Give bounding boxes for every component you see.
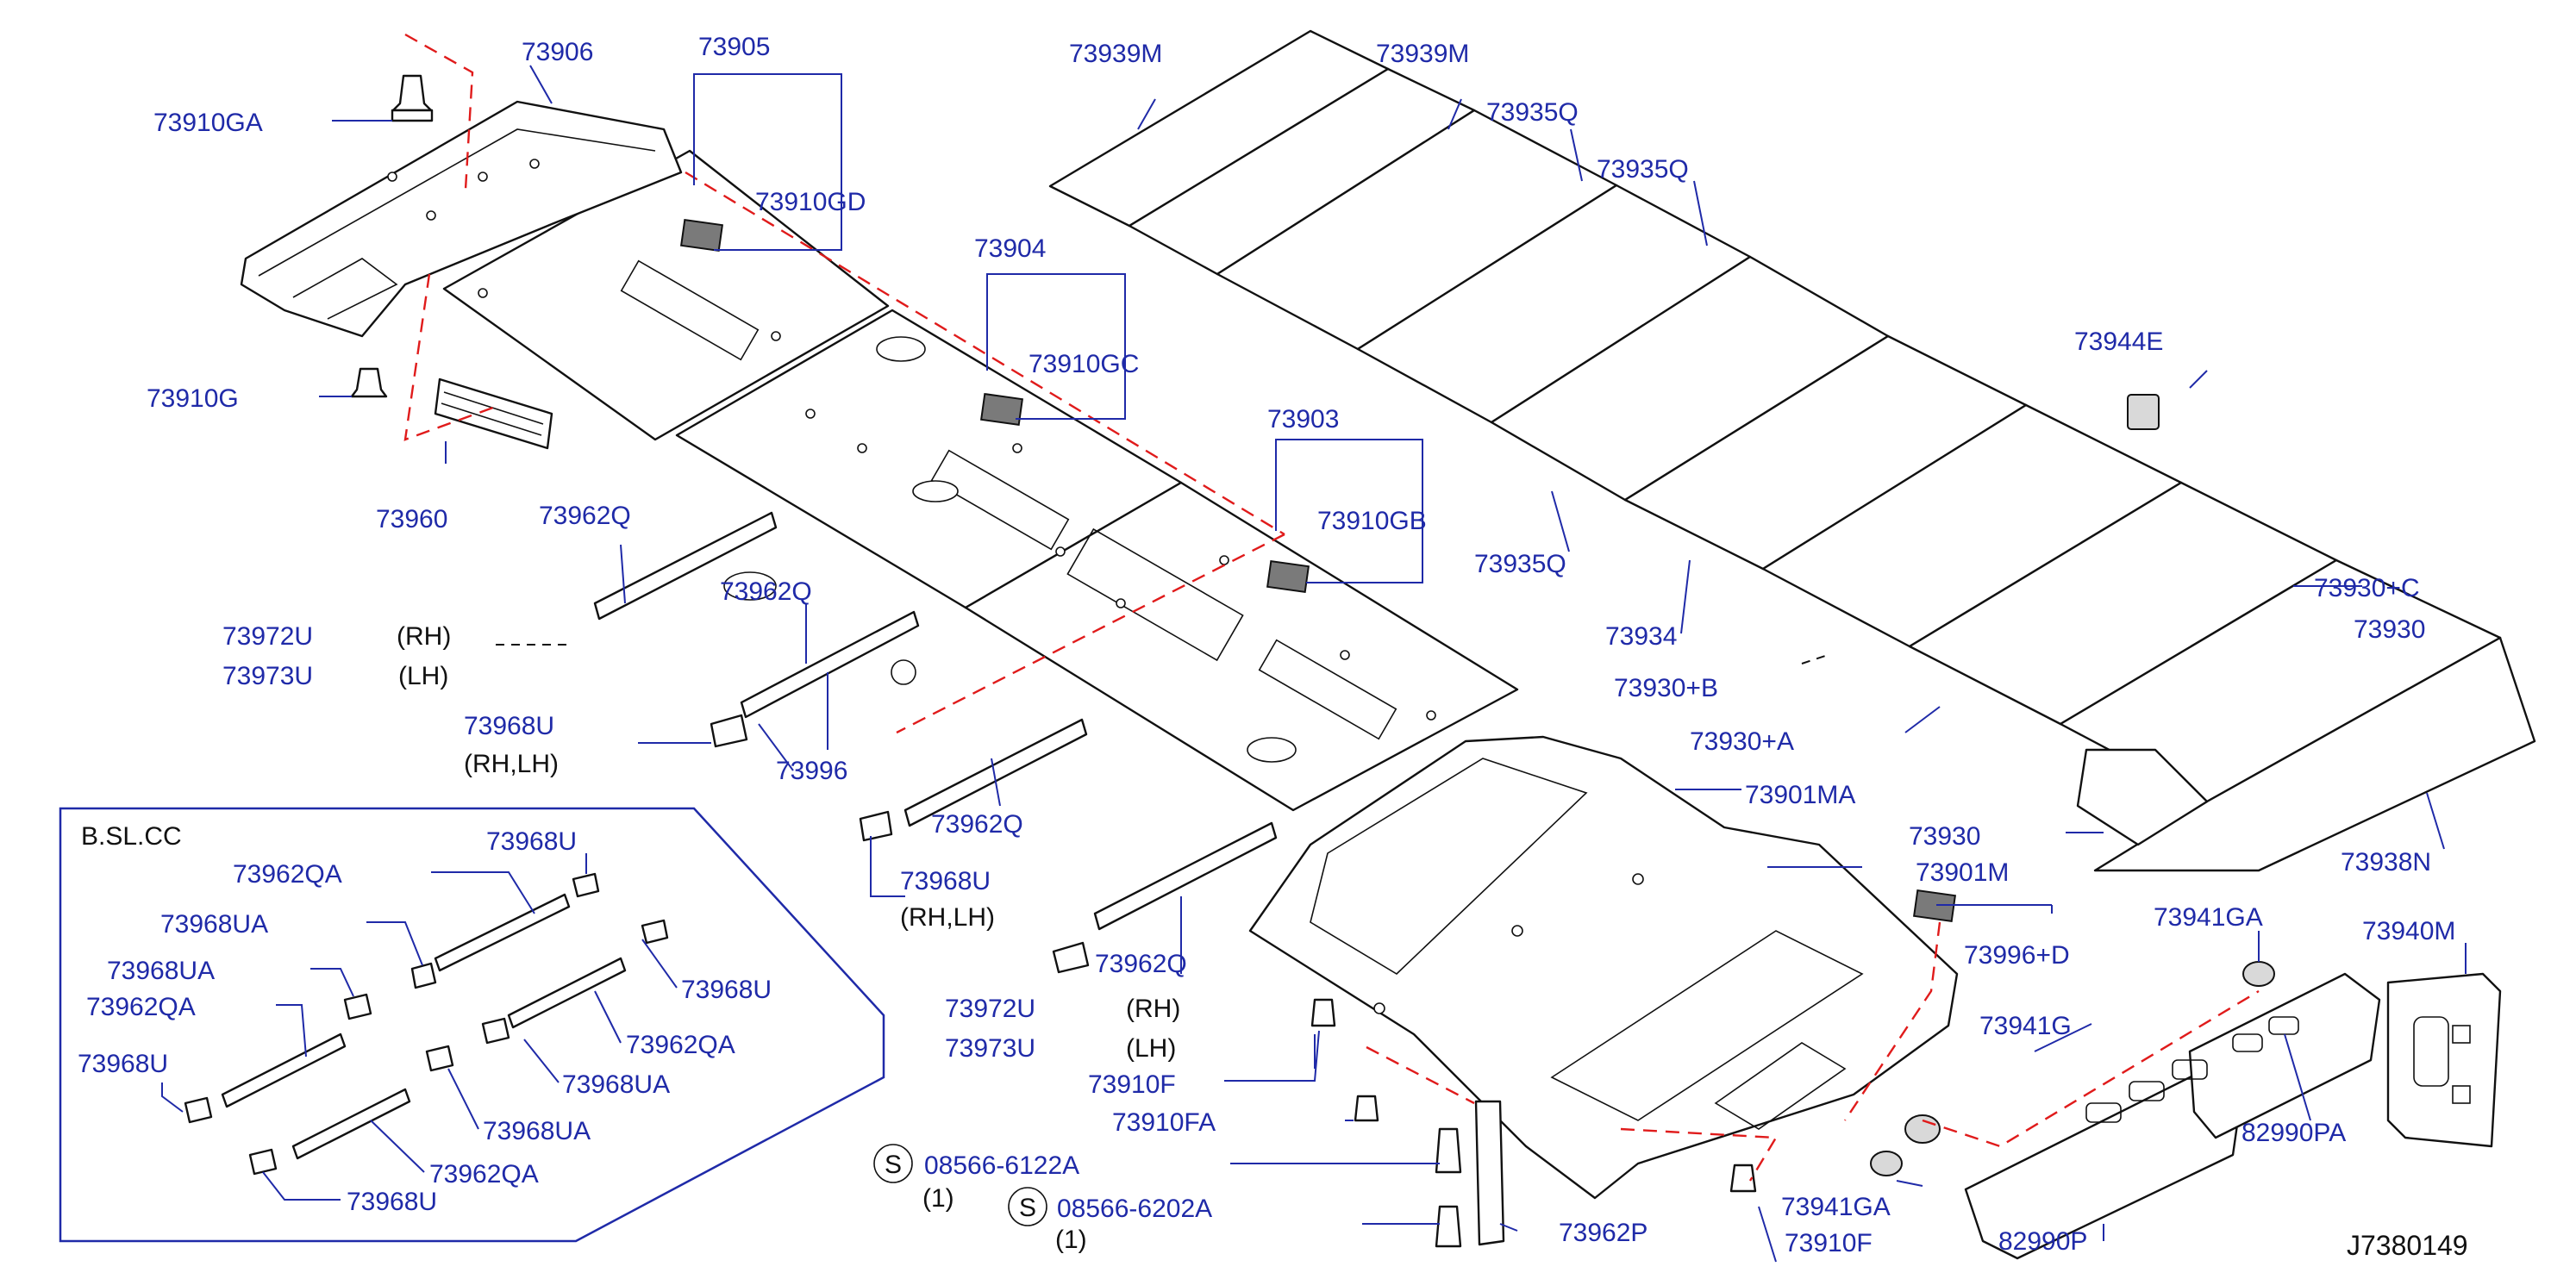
callout-73939m-b: 73939M	[1376, 40, 1469, 68]
callout-73962p: 73962P	[1559, 1219, 1648, 1247]
callout-73930-a: 73930	[2354, 615, 2425, 644]
inset-callout-73968ua-d: 73968UA	[483, 1117, 591, 1145]
callout-73906: 73906	[522, 38, 593, 66]
clip-73910ga	[391, 74, 434, 122]
qualifier-notes: (RH) (LH) (RH,LH) (RH,LH) (RH) (LH) (1) …	[397, 622, 2468, 1261]
callout-73996d: 73996+D	[1964, 941, 2070, 970]
rear-panel-73940m	[2386, 972, 2502, 1148]
callout-73904: 73904	[974, 234, 1046, 263]
screw-symbol-letter: S	[885, 1151, 902, 1179]
callout-73930a: 73930+A	[1690, 727, 1794, 756]
inset-callout-73968u-b: 73968U	[78, 1050, 168, 1078]
callout-73935q-a: 73935Q	[1486, 98, 1579, 127]
callout-73910fa: 73910FA	[1112, 1108, 1216, 1137]
note-rh-a: (RH)	[397, 622, 451, 651]
callout-73962q-d: 73962Q	[1095, 950, 1187, 978]
inset-callout-73962qa-a: 73962QA	[233, 860, 342, 889]
note-rh-lh-a: (RH,LH)	[464, 750, 559, 778]
callout-73962q-b: 73962Q	[720, 577, 812, 606]
inset-callout-73968u-d: 73968U	[347, 1188, 437, 1216]
callout-73968u-b: 73968U	[900, 867, 991, 895]
lower-screws	[1310, 998, 1757, 1248]
note-lh-b: (LH)	[1126, 1034, 1176, 1063]
note-lh-a: (LH)	[398, 662, 448, 690]
callout-73935q-c: 73935Q	[1474, 550, 1566, 578]
inset-callout-73968u-c: 73968U	[681, 976, 772, 1004]
note-qty-a: (1)	[922, 1184, 954, 1213]
diagram-code: J7380149	[2347, 1230, 2468, 1261]
faint-leaders	[496, 644, 1829, 664]
alignment-lines	[403, 33, 2260, 1182]
callout-73935q-b: 73935Q	[1597, 155, 1689, 184]
callout-73941ga-a: 73941GA	[2154, 903, 2263, 932]
inset-callout-73962qa-b: 73962QA	[86, 993, 196, 1021]
inset-callout-73968ua-c: 73968UA	[562, 1070, 670, 1099]
callout-73905: 73905	[698, 33, 770, 61]
callout-73972u-b: 73972U	[945, 995, 1035, 1023]
callout-08566-6202a: 08566-6202A	[1057, 1195, 1212, 1223]
callout-73996: 73996	[776, 757, 847, 785]
screw-symbol-icon	[1008, 1187, 1047, 1226]
callout-08566-6122a: 08566-6122A	[924, 1151, 1079, 1180]
callout-73930c: 73930+C	[2314, 574, 2420, 602]
bracket-73962p	[1474, 1100, 1505, 1246]
inset-callout-73968u-a: 73968U	[486, 827, 577, 856]
callout-labels: 73906 73905 73910GA 73910GD 73910G 73960…	[78, 33, 2455, 1257]
callout-73903: 73903	[1267, 405, 1339, 434]
callout-73934: 73934	[1605, 622, 1677, 651]
callout-73901m: 73901M	[1916, 858, 2009, 887]
callout-82990p: 82990P	[1998, 1227, 2087, 1256]
leader-lines	[319, 65, 2467, 1263]
callout-73910ga: 73910GA	[153, 109, 263, 137]
callout-73910gd: 73910GD	[755, 188, 866, 216]
inset-callout-73968ua-a: 73968UA	[160, 910, 268, 939]
callout-73973u-a: 73973U	[222, 662, 313, 690]
callout-73968u-a: 73968U	[464, 712, 554, 740]
small-clips	[710, 659, 1090, 974]
inset-callout-73962qa-d: 73962QA	[429, 1160, 539, 1189]
callout-73930-b: 73930	[1909, 822, 1980, 851]
callout-73941ga-b: 73941GA	[1781, 1193, 1891, 1221]
callout-73962q-c: 73962Q	[931, 810, 1023, 839]
callout-73941g: 73941G	[1979, 1012, 2072, 1040]
note-qty-b: (1)	[1055, 1226, 1087, 1254]
callout-73910gc: 73910GC	[1029, 350, 1139, 378]
callout-73940m: 73940M	[2362, 917, 2455, 945]
roof-panel-strips	[1048, 29, 2536, 872]
callout-73910gb: 73910GB	[1317, 507, 1427, 535]
callout-82990pa: 82990PA	[2241, 1119, 2346, 1147]
callout-73962q-a: 73962Q	[539, 502, 631, 530]
note-rh-lh-b: (RH,LH)	[900, 903, 995, 932]
callout-73973u-b: 73973U	[945, 1034, 1035, 1063]
callout-73910f-b: 73910F	[1785, 1229, 1873, 1257]
callout-73944e: 73944E	[2074, 328, 2163, 356]
callout-73960: 73960	[376, 505, 447, 533]
front-header-trim	[240, 100, 683, 338]
callout-73910f-a: 73910F	[1088, 1070, 1176, 1099]
velcro-pads	[679, 218, 1957, 923]
callout-73910g: 73910G	[147, 384, 239, 413]
side-rails	[593, 511, 1278, 931]
headlining-panels	[442, 149, 1519, 812]
screw-symbol-icon	[873, 1144, 913, 1183]
grip-73960	[434, 377, 553, 450]
screw-symbols: S S	[873, 1144, 1047, 1226]
inset-title: B.SL.CC	[81, 822, 182, 851]
note-rh-b: (RH)	[1126, 995, 1180, 1023]
callout-73901ma: 73901MA	[1745, 781, 1855, 809]
inset-frame: B.SL.CC	[59, 807, 885, 1243]
inset-callout-73962qa-c: 73962QA	[626, 1031, 735, 1059]
clip-73910g	[350, 367, 388, 398]
rear-console	[1870, 961, 2381, 1260]
screw-symbol-letter: S	[1019, 1194, 1036, 1222]
inset-callout-73968ua-b: 73968UA	[107, 957, 215, 985]
callout-73939m-a: 73939M	[1069, 40, 1162, 68]
callout-73938n: 73938N	[2341, 848, 2431, 877]
callout-73972u-a: 73972U	[222, 622, 313, 651]
callout-73930b: 73930+B	[1614, 674, 1718, 702]
